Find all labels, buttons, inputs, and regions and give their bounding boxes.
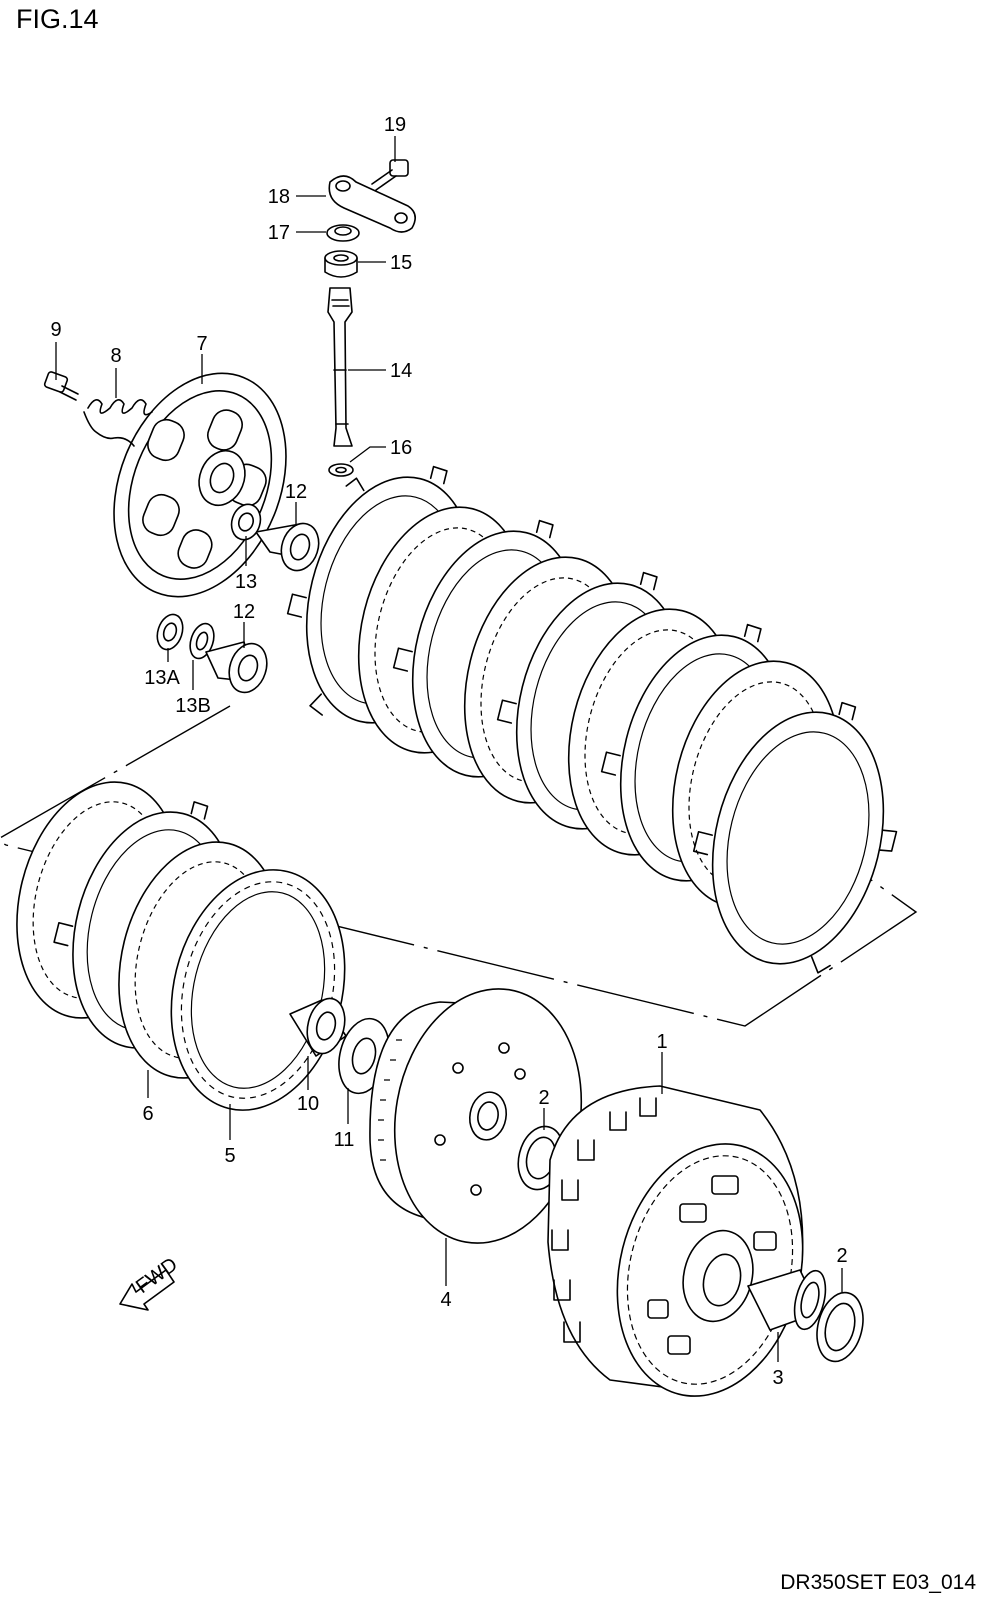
part-13B-washer [189, 622, 215, 660]
callout-2-outer: 2 [836, 1245, 847, 1267]
callout-14: 14 [390, 360, 412, 382]
part-16-washer [328, 463, 354, 477]
callout-3: 3 [772, 1367, 783, 1389]
part-18-release-arm [328, 175, 416, 233]
callout-11: 11 [334, 1129, 355, 1151]
part-13-bearing-upper [230, 503, 262, 541]
part-12-release-bearing-lower [205, 641, 268, 694]
callout-10: 10 [297, 1093, 319, 1115]
callout-16: 16 [390, 437, 412, 459]
callout-2-inner: 2 [538, 1087, 549, 1109]
part-8-spring [83, 399, 153, 447]
part-17-seal [326, 224, 360, 242]
part-9-bolt [43, 371, 79, 401]
callout-5: 5 [224, 1145, 235, 1167]
part-14-release-shaft [327, 287, 353, 447]
clutch-plate-stack-upper [286, 465, 898, 974]
drawing-code: DR350SET E03_014 [780, 1571, 976, 1594]
callout-labels: 19 18 17 15 14 16 9 8 7 12 13 12 13A 13B… [50, 114, 847, 1389]
callout-8: 8 [110, 345, 121, 367]
leader-lines [55, 136, 843, 1362]
callout-12-upper: 12 [285, 481, 307, 503]
callout-6: 6 [142, 1103, 153, 1125]
forward-direction-arrow: FWD [119, 1253, 182, 1311]
callout-7: 7 [196, 333, 207, 355]
part-2-washer-outer [816, 1291, 864, 1363]
part-12-release-bearing-upper [255, 522, 320, 572]
part-7-pressure-plate [113, 372, 287, 598]
part-13A-ring [156, 613, 184, 651]
callout-12-lower: 12 [233, 601, 255, 623]
part-1-primary-driven-gear-housing [547, 1085, 804, 1397]
callout-15: 15 [390, 252, 412, 274]
callout-1: 1 [656, 1031, 667, 1053]
part-15-bushing [324, 250, 358, 278]
part-10-spacer [289, 997, 347, 1057]
callout-17: 17 [268, 222, 290, 244]
callout-13: 13 [235, 571, 257, 593]
callout-13B: 13B [175, 695, 211, 717]
callout-4: 4 [440, 1289, 451, 1311]
callout-18: 18 [268, 186, 290, 208]
callout-9: 9 [50, 319, 61, 341]
callout-13A: 13A [144, 667, 180, 689]
figure-title: FIG.14 [16, 4, 99, 34]
plate-set-group-outline [0, 705, 918, 1027]
callout-19: 19 [384, 114, 406, 136]
part-19-bolt [371, 159, 409, 191]
part-3-spacer [747, 1269, 827, 1331]
